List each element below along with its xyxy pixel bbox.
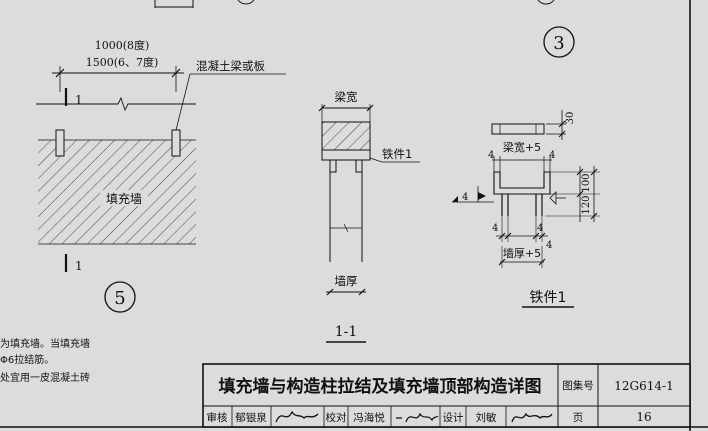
beam-section [321, 121, 371, 155]
anchor-right [171, 129, 181, 157]
dim-4-c: 4 [492, 223, 498, 234]
designer-name: 刘敏 [476, 411, 497, 424]
section-mark-1-bottom: 1 [75, 259, 83, 273]
reviewer-name: 郁银泉 [235, 411, 267, 424]
connector-channel [493, 171, 551, 195]
atlas-number-label: 图集号 [562, 379, 594, 392]
note-line-3: 处宜用一皮混凝土砖 [0, 371, 90, 384]
drawing-title: 填充墙与构造柱拉结及填充墙顶部构造详图 [219, 376, 542, 397]
beam-width-label: 梁宽 [335, 90, 358, 104]
wall-thickness-label: 墙厚 [335, 274, 358, 288]
note-line-2: Φ6拉结筋。 [0, 353, 54, 366]
design-label: 设计 [443, 411, 464, 424]
detail-5: 1000(8度) 1500(6、7度) 混凝土梁或板 1 填充墙 1 5 [36, 38, 286, 313]
anchor-left [55, 129, 65, 157]
title-block: 填充墙与构造柱拉结及填充墙顶部构造详图 图集号 12G614-1 审核 郁银泉 … [202, 363, 691, 428]
cropped-circle-mark [237, 0, 255, 5]
beam-or-slab-label: 混凝土梁或板 [196, 59, 265, 73]
page-number: 16 [636, 410, 651, 424]
review-label: 审核 [207, 411, 228, 424]
beam-width-plus-5: 梁宽+5 [503, 140, 541, 154]
cropped-dimension-mark [154, 0, 194, 8]
page-label: 页 [573, 412, 584, 424]
connector-1-detail: 30 4 梁宽+5 4 4 10 [452, 110, 600, 308]
dim-1500: 1500(6、7度) [86, 55, 159, 69]
connector-plate [321, 149, 371, 161]
dim-4-a: 4 [488, 150, 494, 161]
cropped-circle-mark-right [537, 0, 555, 5]
dim-30: 30 [565, 112, 576, 125]
detail-5-circle [104, 281, 136, 313]
checker-signature [396, 412, 439, 423]
checker-name: 冯海悦 [353, 411, 385, 424]
dim-4-e: 4 [546, 240, 552, 251]
detail-3-number: 3 [553, 33, 564, 54]
dim-4-d: 4 [537, 223, 543, 234]
weld-size-4: 4 [462, 192, 468, 203]
check-label: 校对 [326, 411, 347, 424]
note-line-1: 为填充墙。当填充墙 [0, 337, 90, 350]
dim-100: 100 [581, 173, 592, 192]
dim-120: 120 [581, 195, 592, 214]
wall-thickness-plus-5: 墙厚+5 [503, 246, 541, 260]
detail-5-number: 5 [114, 288, 125, 309]
connector-1-title: 铁件1 [530, 290, 567, 306]
atlas-number: 12G614-1 [614, 379, 673, 393]
dim-1000: 1000(8度) [95, 38, 150, 52]
section-mark-1-top: 1 [75, 93, 83, 107]
detail-3-circle [543, 26, 575, 58]
section-1-1-title: 1-1 [335, 324, 358, 340]
connector-1-callout: 铁件1 [382, 147, 412, 161]
dim-4-b: 4 [549, 150, 555, 161]
section-1-1: 梁宽 铁件1 墙厚 1-1 [318, 90, 420, 343]
connector-top-plate [491, 123, 545, 135]
designer-signature [511, 412, 553, 423]
notes: 为填充墙。当填充墙 Φ6拉结筋。 处宜用一皮混凝土砖 [0, 337, 90, 384]
reviewer-signature [275, 410, 319, 423]
infill-wall-label: 填充墙 [106, 191, 142, 206]
